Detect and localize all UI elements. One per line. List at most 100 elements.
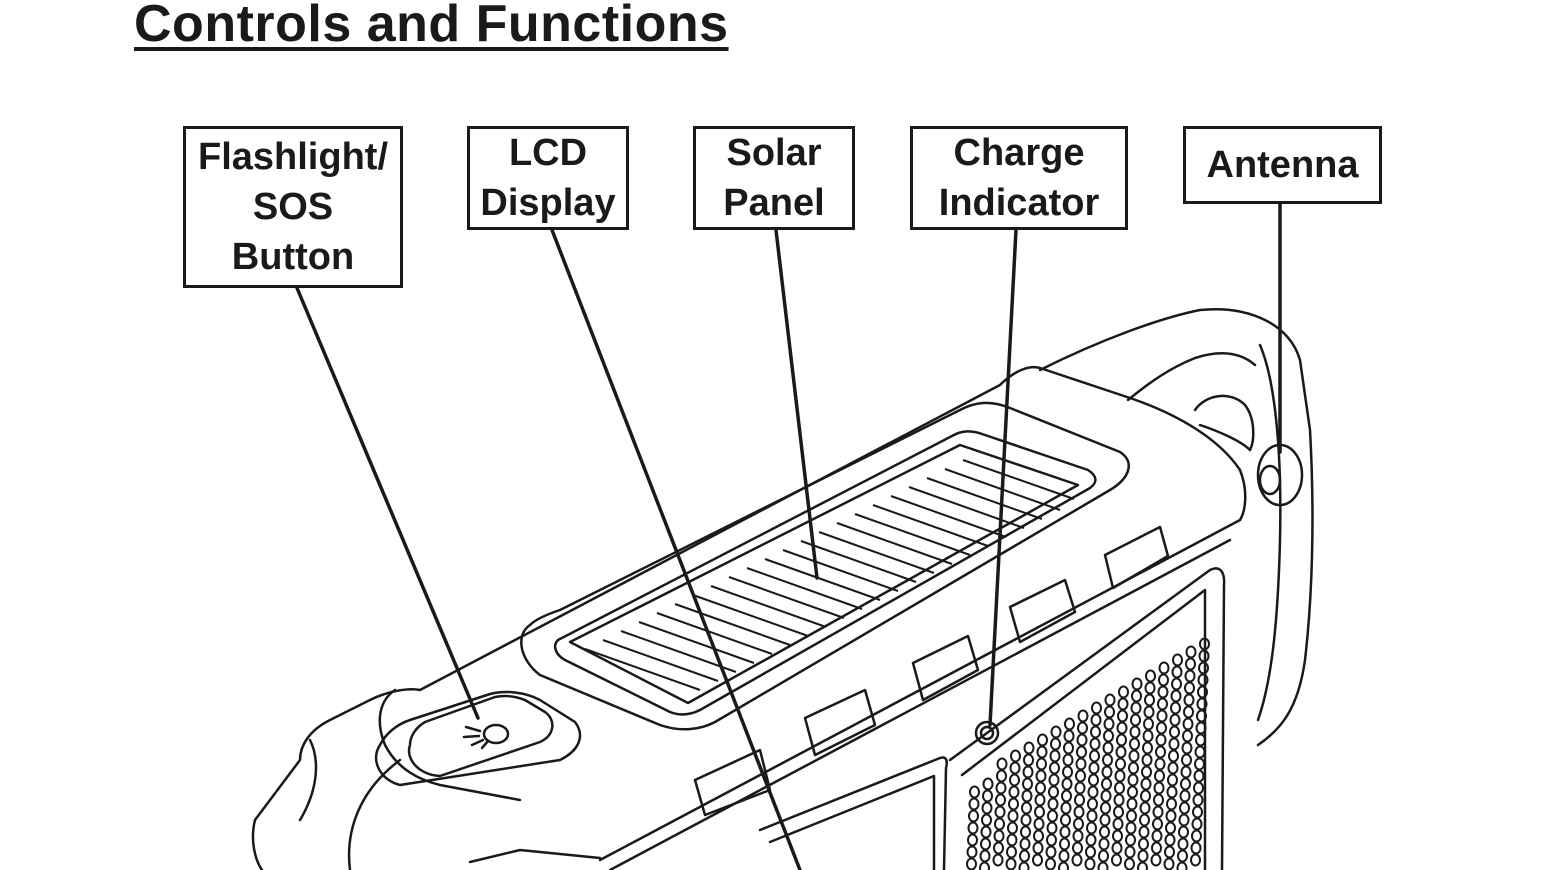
callout-line: Antenna <box>1206 144 1359 186</box>
grille-hole <box>1140 777 1152 791</box>
grille-hole <box>1074 793 1085 807</box>
grille-hole <box>996 769 1007 783</box>
grille-hole <box>1076 733 1088 747</box>
grille-hole <box>1155 745 1166 759</box>
grille-hole <box>1124 845 1136 859</box>
grille-hole <box>1101 777 1112 791</box>
grille-hole <box>1036 757 1047 771</box>
grille-hole <box>1171 665 1183 679</box>
grille-hole <box>982 789 993 803</box>
grille-hole <box>1062 753 1074 767</box>
grille-hole <box>1150 853 1162 867</box>
grille-hole <box>966 857 977 870</box>
grille-hole <box>1156 721 1167 735</box>
grille-hole <box>1194 745 1206 759</box>
grille-hole <box>1151 829 1163 843</box>
grille-hole <box>1145 669 1156 683</box>
grille-hole <box>1197 685 1208 699</box>
grille-hole <box>1142 741 1153 755</box>
grille-hole <box>1192 793 1204 807</box>
grille-hole <box>1085 845 1096 859</box>
grille-hole <box>1141 753 1153 767</box>
grille-hole <box>1063 729 1075 743</box>
grille-hole <box>1010 749 1021 763</box>
grille-hole <box>1138 825 1150 839</box>
grille-hole <box>1152 805 1164 819</box>
grille-hole <box>980 837 991 851</box>
grille-hole <box>1193 781 1204 795</box>
grille-hole <box>1062 765 1073 779</box>
grille-hole <box>1086 809 1098 823</box>
grille-hole <box>1118 685 1129 699</box>
grille-hole <box>1077 709 1089 723</box>
grille-hole <box>1164 833 1176 847</box>
grille-hole <box>1112 817 1124 831</box>
grille-hole <box>1006 845 1017 859</box>
grille-hole <box>1169 713 1181 727</box>
grille-hole <box>1032 853 1043 867</box>
grille-hole <box>1101 765 1113 779</box>
grille-hole <box>1008 797 1019 811</box>
grille-hole <box>1165 821 1176 835</box>
grille-hole <box>995 781 1007 795</box>
grille-hole <box>1113 793 1125 807</box>
grille-hole <box>1180 765 1192 779</box>
grille-hole <box>1168 749 1179 763</box>
grille-hole <box>1151 841 1162 855</box>
charge-leader <box>988 228 1018 727</box>
grille-hole <box>1137 849 1149 863</box>
grille-hole <box>1050 737 1061 751</box>
grille-hole <box>1126 809 1137 823</box>
grille-hole <box>1089 749 1100 763</box>
grille-hole <box>968 797 980 811</box>
grille-hole <box>1115 757 1126 771</box>
grille-hole <box>1114 769 1126 783</box>
grille-hole <box>1022 765 1034 779</box>
grille-hole <box>1181 753 1192 767</box>
grille-hole <box>1139 801 1151 815</box>
grille-hole <box>1185 657 1196 671</box>
grille-hole <box>1060 813 1071 827</box>
grille-hole <box>967 821 979 835</box>
grille-hole <box>1198 661 1209 675</box>
grille-hole <box>1007 821 1018 835</box>
grille-hole <box>1084 857 1096 870</box>
grille-hole <box>1049 761 1060 775</box>
grille-hole <box>1197 673 1209 687</box>
grille-hole <box>1172 653 1183 667</box>
grille-hole <box>1035 781 1046 795</box>
grille-hole <box>1104 693 1116 707</box>
grille-hole <box>1137 861 1148 870</box>
grille-hole <box>1128 749 1140 763</box>
grille-hole <box>968 809 979 823</box>
grille-hole <box>1196 709 1207 723</box>
callout-line: Solar <box>726 132 822 174</box>
grille-hole <box>1089 737 1101 751</box>
grille-hole <box>1178 813 1190 827</box>
callout-line: Button <box>231 236 355 278</box>
grille-hole <box>1018 861 1030 870</box>
flashlight-leader <box>295 286 480 720</box>
grille-hole <box>1176 861 1188 870</box>
callout-line: SOS <box>252 186 334 228</box>
grille-hole <box>1116 721 1128 735</box>
grille-hole <box>1072 841 1083 855</box>
grille-hole <box>1019 837 1031 851</box>
grille-hole <box>1179 789 1191 803</box>
grille-hole <box>1112 829 1123 843</box>
callout-line: Charge <box>953 132 1085 174</box>
grille-hole <box>1019 849 1030 863</box>
grille-hole <box>1061 777 1073 791</box>
grille-hole <box>1099 825 1110 839</box>
grille-hole <box>1060 801 1072 815</box>
grille-hole <box>1190 841 1202 855</box>
grille-hole <box>981 801 993 815</box>
grille-hole <box>1071 853 1083 867</box>
grille-hole <box>1063 741 1074 755</box>
grille-hole <box>1058 849 1070 863</box>
grille-hole <box>1021 801 1032 815</box>
grille-hole <box>1127 773 1139 787</box>
grille-hole <box>1124 857 1135 870</box>
grille-hole <box>1195 733 1206 747</box>
